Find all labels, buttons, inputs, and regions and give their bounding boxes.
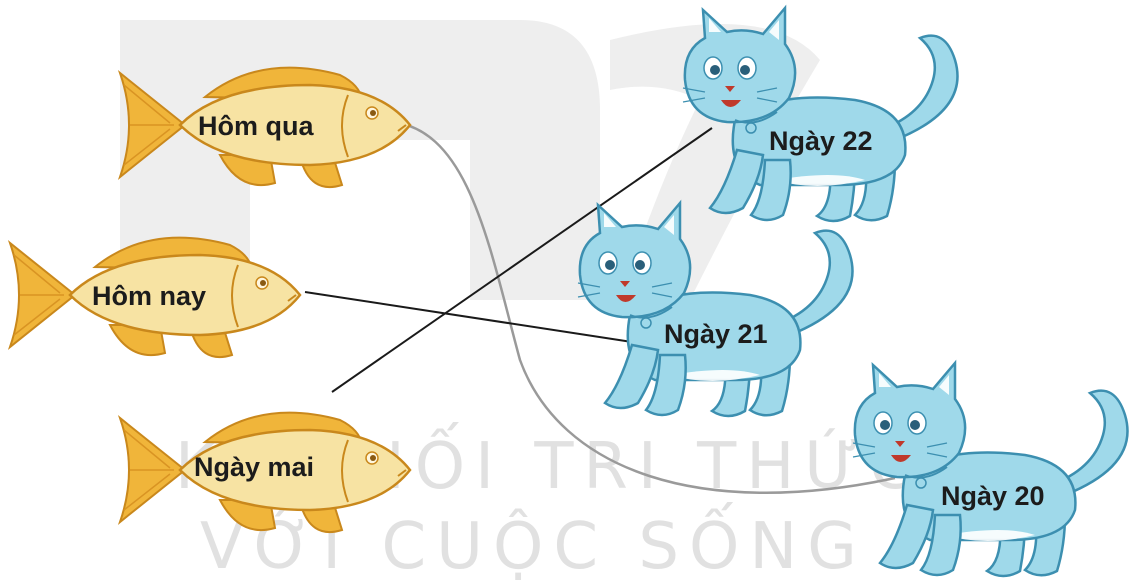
fish-label: Ngày mai	[194, 452, 314, 482]
fish-label: Hôm nay	[92, 281, 206, 311]
cat-icon	[681, 6, 959, 223]
cat-icon	[851, 361, 1129, 578]
connection-hom-nay-ngay-21	[304, 291, 633, 343]
cat-ngay-20[interactable]: Ngày 20	[851, 361, 1129, 578]
connections	[304, 120, 896, 495]
cat-ngay-21[interactable]: Ngày 21	[576, 201, 854, 418]
fish-ngay-mai[interactable]: Ngày mai	[118, 411, 412, 534]
connection-hom-qua-ngay-20	[391, 120, 896, 495]
fish-label: Hôm qua	[198, 111, 314, 141]
cat-label: Ngày 21	[664, 319, 768, 349]
fish-hom-qua[interactable]: Hôm qua	[118, 66, 412, 189]
cat-label: Ngày 22	[769, 126, 873, 156]
watermark-line-2: VỚI CUỘC SỐNG	[200, 502, 867, 584]
fish-hom-nay[interactable]: Hôm nay	[8, 236, 302, 359]
cat-label: Ngày 20	[941, 481, 1045, 511]
connection-ngay-mai-ngay-22	[331, 127, 713, 393]
cat-ngay-22[interactable]: Ngày 22	[681, 6, 959, 223]
